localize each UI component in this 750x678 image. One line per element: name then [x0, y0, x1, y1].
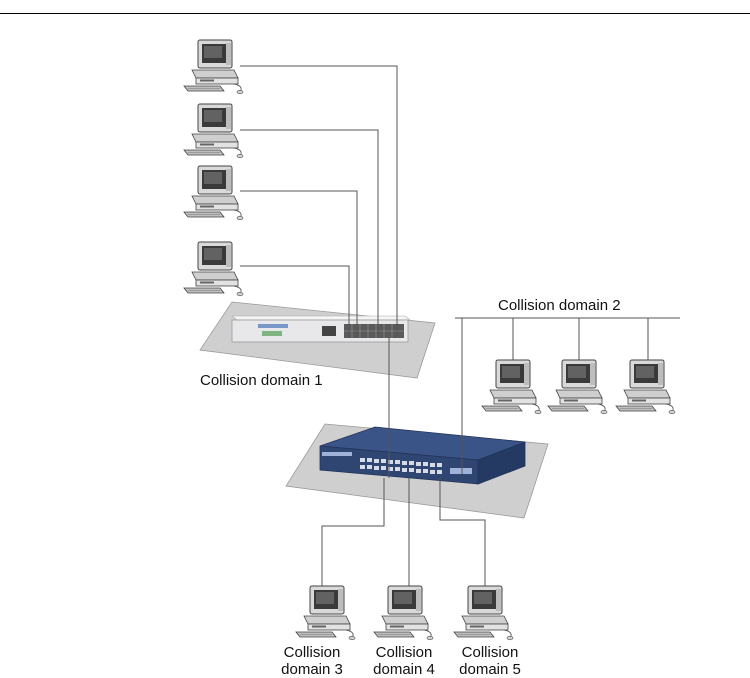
collision-domain-4-line2: domain 4	[364, 661, 444, 678]
collision-domain-3-line1: Collision	[272, 644, 352, 661]
hub-icon	[232, 316, 410, 342]
desktop-pc-icon	[374, 586, 433, 640]
desktop-pc-icon	[454, 586, 513, 640]
collision-domain-3-label: Collision domain 3	[272, 644, 352, 678]
desktop-pc-icon	[616, 360, 675, 414]
collision-domain-5-line1: Collision	[450, 644, 530, 661]
desktop-pc-icon	[296, 586, 355, 640]
collision-domain-2-label: Collision domain 2	[498, 297, 621, 314]
collision-domain-5-label: Collision domain 5	[450, 644, 530, 678]
collision-domain-4-label: Collision domain 4	[364, 644, 444, 678]
desktop-pc-icon	[548, 360, 607, 414]
desktop-pc-icon	[482, 360, 541, 414]
desktop-pc-icon	[184, 166, 243, 220]
collision-domain-5-line2: domain 5	[450, 661, 530, 678]
collision-domain-4-line1: Collision	[364, 644, 444, 661]
desktop-pc-icon	[184, 40, 243, 94]
desktop-pc-icon	[184, 242, 243, 296]
desktop-pc-icon	[184, 104, 243, 158]
collision-domain-1-label: Collision domain 1	[200, 372, 323, 389]
collision-domain-3-line2: domain 3	[272, 661, 352, 678]
